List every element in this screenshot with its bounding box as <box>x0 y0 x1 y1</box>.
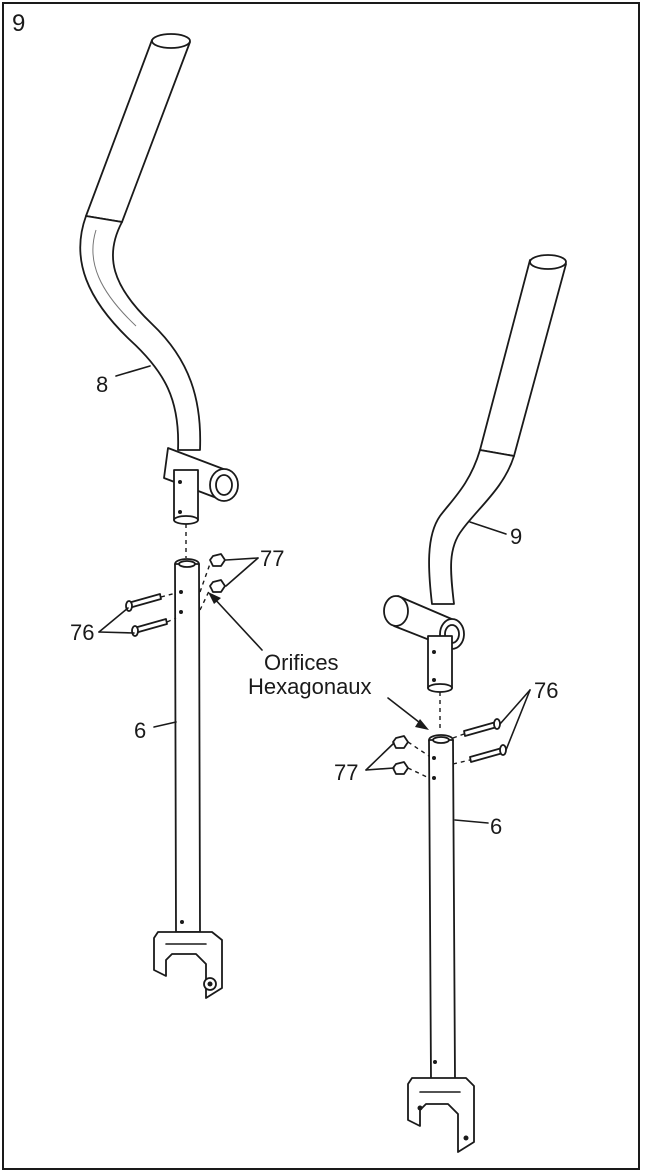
left-handlebar-part-8 <box>79 33 239 525</box>
label-left-part-6: 6 <box>134 718 146 743</box>
label-part-9: 9 <box>510 524 522 549</box>
label-left-77: 77 <box>260 546 284 571</box>
label-part-8: 8 <box>96 372 108 397</box>
label-right-77: 77 <box>334 760 358 785</box>
label-left-76: 76 <box>70 620 94 645</box>
step-number: 9 <box>12 10 26 37</box>
left-nuts-77 <box>199 553 226 611</box>
callout-line-2: Hexagonaux <box>248 674 372 699</box>
label-right-part-6: 6 <box>490 814 502 839</box>
right-nuts-77 <box>392 735 430 779</box>
right-upright-part-6 <box>407 734 475 1153</box>
left-upright-part-6 <box>153 558 223 999</box>
right-handlebar-part-9 <box>383 254 567 693</box>
callout-line-1: Orifices <box>264 650 339 675</box>
label-right-76: 76 <box>534 678 558 703</box>
left-bolts-76 <box>125 592 177 637</box>
right-bolts-76 <box>452 718 507 765</box>
